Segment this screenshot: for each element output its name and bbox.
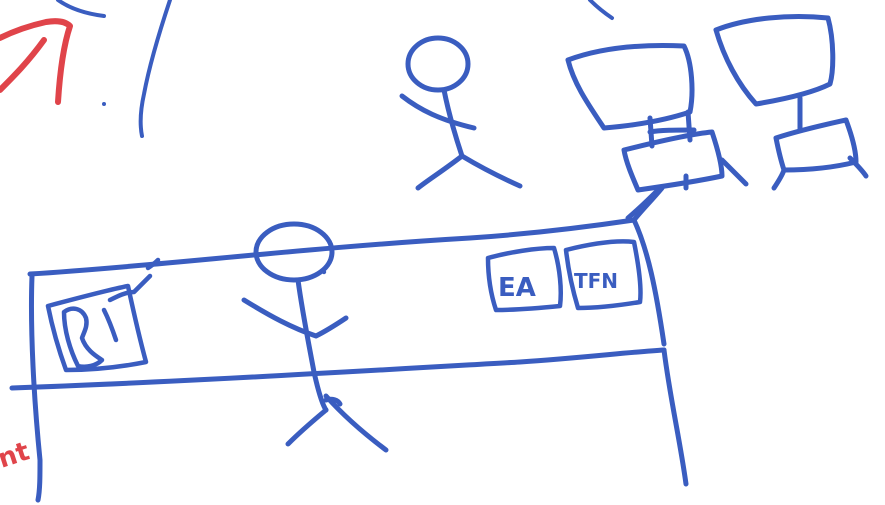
monitor-icon [716, 17, 866, 189]
sign-ea-label: EA [498, 273, 536, 303]
stick-figure-icon [244, 224, 386, 450]
sign-ea: EA [488, 248, 561, 310]
sign-tfn: TFN [566, 241, 641, 308]
phone-icon [48, 260, 158, 370]
stick-figure-icon [402, 38, 520, 188]
sign-tfn-label: TFN [574, 269, 618, 293]
red-arrow-sketch [0, 21, 70, 102]
top-sketch-strokes [58, 0, 612, 136]
pen-dots [102, 102, 326, 274]
svg-text:nt: nt [0, 437, 33, 475]
margin-note: nt [0, 437, 33, 475]
counter-outline [12, 188, 686, 500]
